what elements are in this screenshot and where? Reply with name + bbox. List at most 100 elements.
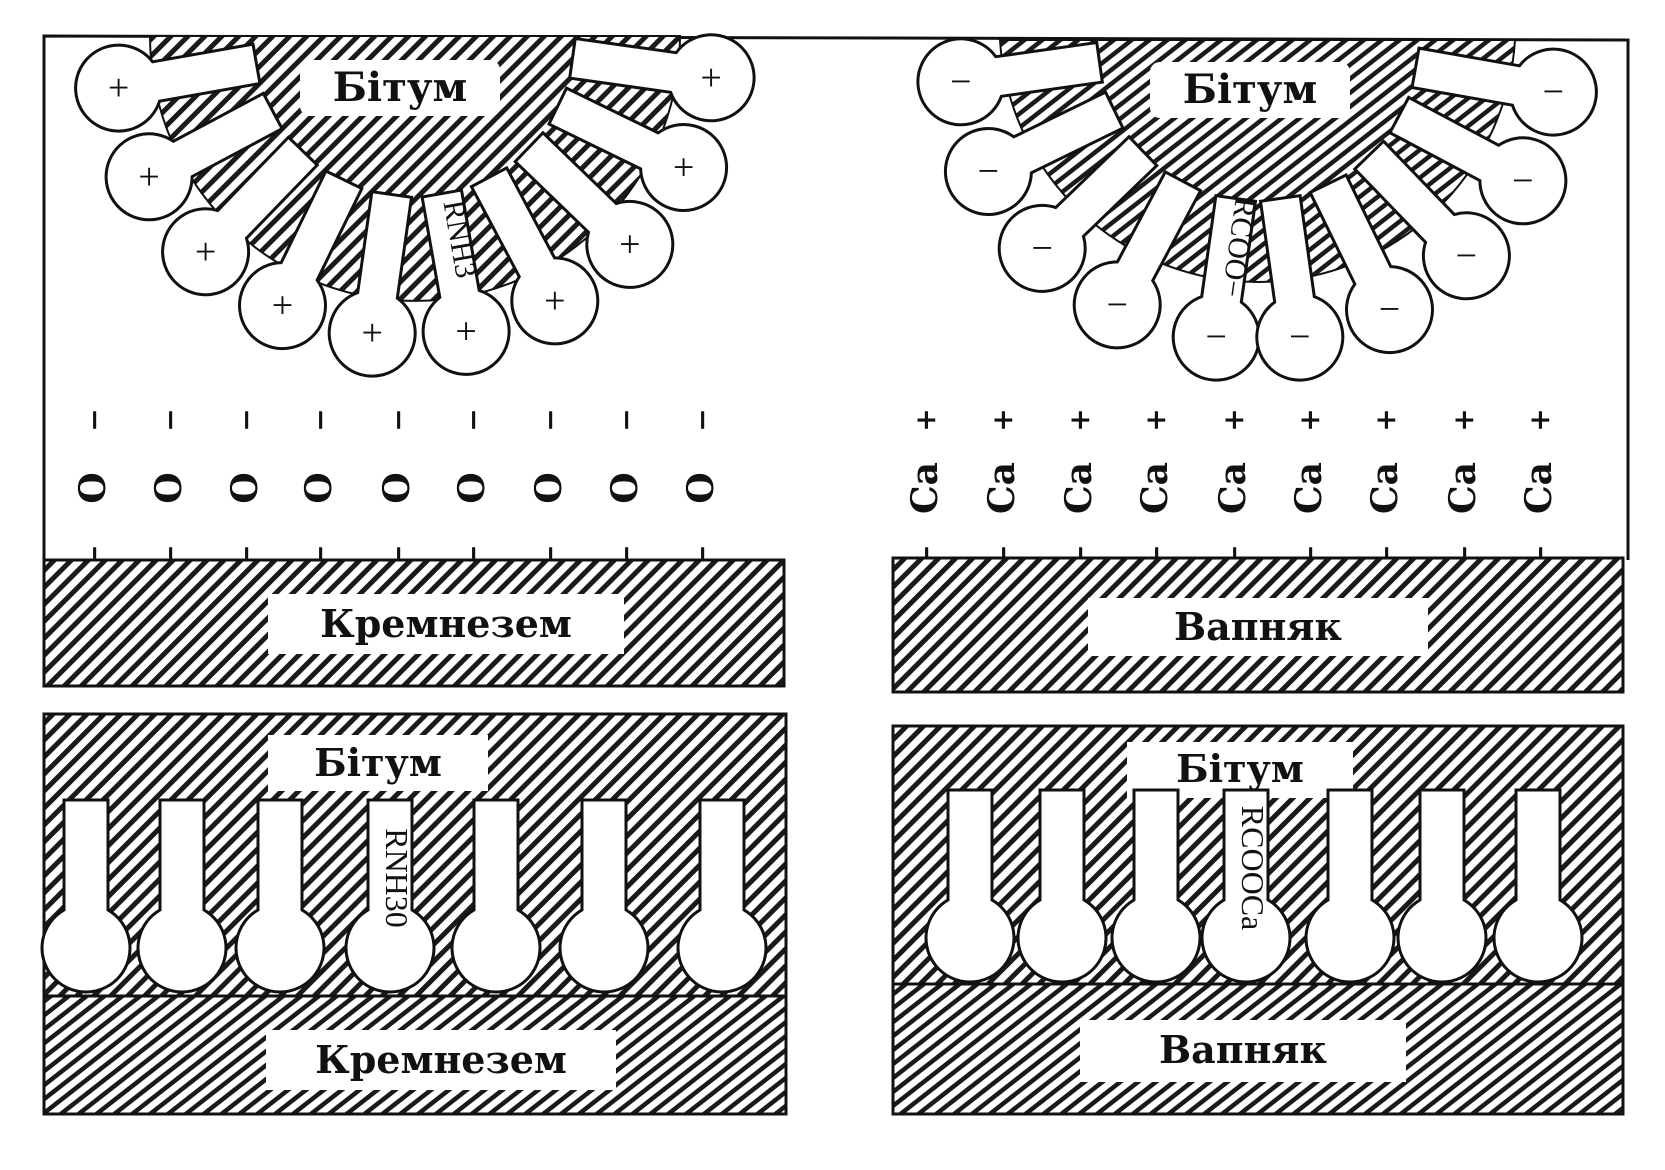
surfactant-molecule: RCOOCa bbox=[1200, 788, 1292, 984]
head-charge: − bbox=[978, 151, 999, 193]
surfactant-molecules-fan: −−−−−RCOO−−−−−− bbox=[916, 37, 1598, 382]
surfactant-molecule: + bbox=[74, 42, 262, 133]
molecule-body bbox=[1387, 95, 1568, 226]
surface-ion-charge: + bbox=[1370, 408, 1403, 431]
head-charge: + bbox=[544, 280, 565, 322]
surface-ion-symbol: Ca bbox=[1442, 462, 1484, 514]
surface-ion-symbol: Ca bbox=[1134, 462, 1176, 514]
surface-ion-charge: − bbox=[154, 408, 187, 431]
surface-ion: Ca+− bbox=[904, 408, 946, 567]
surface-ion-row: Ca+−Ca+−Ca+−Ca+−Ca+−Ca+−Ca+−Ca+−Ca+− bbox=[904, 408, 1560, 567]
substrate-label: Кремнезем bbox=[315, 1037, 567, 1082]
head-charge: − bbox=[1543, 71, 1564, 113]
substrate-label-box bbox=[1080, 1020, 1406, 1082]
molecule-body bbox=[546, 86, 729, 212]
surfactant-molecule bbox=[676, 798, 768, 994]
surface-ion-symbol: Ca bbox=[1518, 462, 1560, 514]
surfactant-molecule: − bbox=[997, 134, 1159, 293]
surfactant-molecule: − bbox=[1387, 95, 1568, 226]
surface-ion-charge: + bbox=[1064, 408, 1097, 431]
molecule-body bbox=[74, 42, 262, 133]
surfactant-molecule bbox=[136, 798, 228, 994]
molecule-body bbox=[161, 135, 320, 297]
surface-ion-symbol: O bbox=[604, 472, 646, 503]
surface-ion: O−− bbox=[680, 408, 722, 567]
adsorbed-molecule-row: RCOOCa bbox=[924, 788, 1584, 984]
panel-top-left: Бітум ++++++RNH3++++ O−−O−−O−−O−−O−−O−−O… bbox=[42, 33, 881, 688]
molecule-body bbox=[1304, 788, 1396, 984]
surface-ion-row: O−−O−−O−−O−−O−−O−−O−−O−−O−− bbox=[72, 408, 722, 567]
surfactant-molecule: + bbox=[546, 86, 729, 212]
surface-ion-symbol: Ca bbox=[1364, 462, 1406, 514]
molecule-body bbox=[558, 798, 650, 994]
surfactant-molecule: + bbox=[104, 91, 285, 222]
head-charge: + bbox=[195, 231, 216, 273]
bitumen-label-box bbox=[1150, 62, 1350, 118]
molecule-body bbox=[104, 91, 285, 222]
surface-ion: O−− bbox=[224, 408, 266, 567]
surface-ion: Ca+− bbox=[1364, 408, 1406, 567]
substrate-label-box bbox=[268, 594, 624, 654]
surface-ion: O−− bbox=[298, 408, 340, 567]
surfactant-molecule: RNH30 bbox=[344, 798, 436, 994]
surfactant-molecule: + bbox=[567, 33, 756, 123]
surfactant-molecule bbox=[1110, 788, 1202, 984]
surface-ion-charge: + bbox=[987, 408, 1020, 431]
bitumen-label: Бітум bbox=[333, 64, 468, 111]
bitumen-label: Бітум bbox=[1183, 66, 1318, 113]
surfactant-molecule: − bbox=[943, 90, 1126, 216]
surface-ion-symbol: O bbox=[528, 472, 570, 503]
surfactant-molecule: − bbox=[916, 37, 1105, 127]
surface-ion: Ca+− bbox=[981, 408, 1023, 567]
surfactant-molecule bbox=[1016, 788, 1108, 984]
surface-ion-symbol: O bbox=[148, 472, 190, 503]
head-charge: + bbox=[455, 310, 476, 352]
surface-ion-symbol: O bbox=[680, 472, 722, 503]
surfactant-molecule: + bbox=[469, 165, 600, 346]
head-charge: + bbox=[619, 223, 640, 265]
head-charge: + bbox=[700, 57, 721, 99]
molecule-body bbox=[1352, 139, 1511, 301]
surface-ion-charge: + bbox=[1218, 408, 1251, 431]
surfactant-molecule bbox=[234, 798, 326, 994]
surface-ion-charge: + bbox=[1448, 408, 1481, 431]
molecule-body bbox=[676, 798, 768, 994]
molecule-body bbox=[567, 33, 756, 123]
molecule-body bbox=[924, 788, 1016, 984]
head-charge: − bbox=[1379, 289, 1400, 331]
surface-ion-symbol: O bbox=[376, 472, 418, 503]
molecule-body bbox=[1492, 788, 1584, 984]
molecule-body bbox=[420, 188, 511, 376]
substrate-label: Вапняк bbox=[1174, 604, 1342, 649]
molecule-body bbox=[1200, 788, 1292, 984]
surface-ion-symbol: O bbox=[298, 472, 340, 503]
surface-ion-symbol: Ca bbox=[1212, 462, 1254, 514]
surface-ion: O−− bbox=[451, 408, 493, 567]
surface-ion-charge: − bbox=[534, 408, 567, 431]
molecule-body bbox=[997, 134, 1159, 293]
surfactant-molecule bbox=[450, 798, 542, 994]
bitumen-label-box bbox=[300, 60, 500, 116]
substrate-label: Вапняк bbox=[1159, 1027, 1327, 1072]
surface-ion-symbol: Ca bbox=[1288, 462, 1330, 514]
molecule-body bbox=[1308, 172, 1434, 355]
surfactant-molecules-fan: ++++++RNH3++++ bbox=[74, 33, 756, 378]
surface-ion: Ca+− bbox=[1212, 408, 1254, 567]
surfactant-molecule: + bbox=[161, 135, 320, 297]
molecule-body bbox=[136, 798, 228, 994]
bitumen-label-box bbox=[268, 735, 488, 791]
surface-ion: Ca+− bbox=[1288, 408, 1330, 567]
substrate-label: Кремнезем bbox=[320, 601, 572, 646]
bitumen-label: Бітум bbox=[314, 740, 442, 785]
surface-ion-charge: − bbox=[304, 408, 337, 431]
surfactant-molecule: − bbox=[1255, 193, 1345, 382]
surface-ion: O−− bbox=[376, 408, 418, 567]
molecule-body bbox=[234, 798, 326, 994]
adsorbed-molecule-row: RNH30 bbox=[40, 798, 768, 994]
surface-ion-symbol: O bbox=[224, 472, 266, 503]
surfactant-molecule: + bbox=[327, 189, 417, 378]
surface-ion-symbol: Ca bbox=[981, 462, 1023, 514]
surface-ion: O−− bbox=[528, 408, 570, 567]
panel-top-right: Бітум −−−−−RCOO−−−−−− Ca+−Ca+−Ca+−Ca+−Ca… bbox=[879, 36, 1630, 694]
